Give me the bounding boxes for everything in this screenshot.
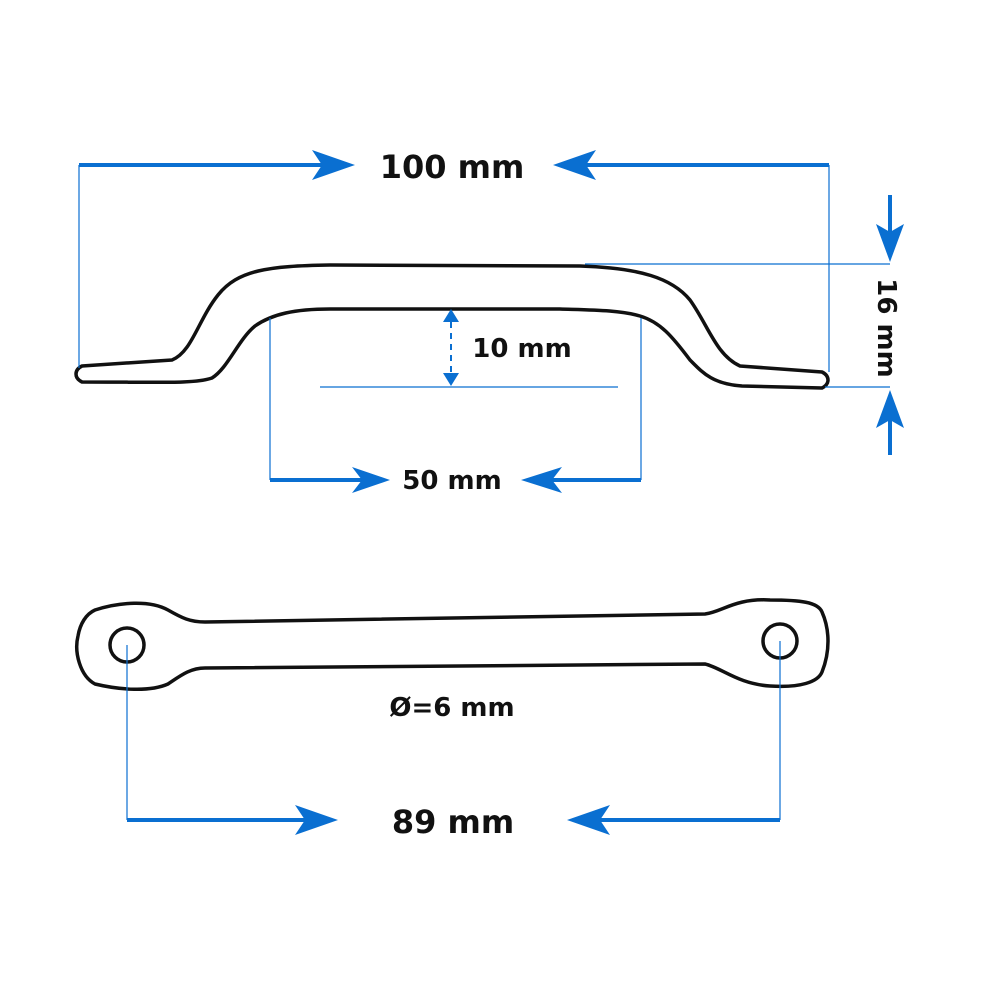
hole-diameter-label: Ø=6 mm xyxy=(389,693,514,723)
handle-top-outline xyxy=(75,598,830,692)
side-extension-lines xyxy=(78,165,890,480)
height-dimension: 16 mm xyxy=(871,195,904,455)
inner-depth-dimension: 10 mm xyxy=(443,309,572,386)
height-label: 16 mm xyxy=(871,278,901,377)
overall-length-label: 100 mm xyxy=(380,148,525,186)
top-view xyxy=(75,598,830,692)
overall-length-dimension: 100 mm xyxy=(79,148,829,186)
inner-depth-label: 10 mm xyxy=(472,334,571,364)
handle-side-outline xyxy=(74,263,830,390)
inner-span-dimension: 50 mm xyxy=(270,466,641,496)
hole-spacing-label: 89 mm xyxy=(392,803,514,841)
inner-span-label: 50 mm xyxy=(402,466,501,496)
hole-spacing-dimension: 89 mm xyxy=(127,803,780,841)
side-view xyxy=(74,263,830,390)
top-extension-lines xyxy=(126,641,781,820)
